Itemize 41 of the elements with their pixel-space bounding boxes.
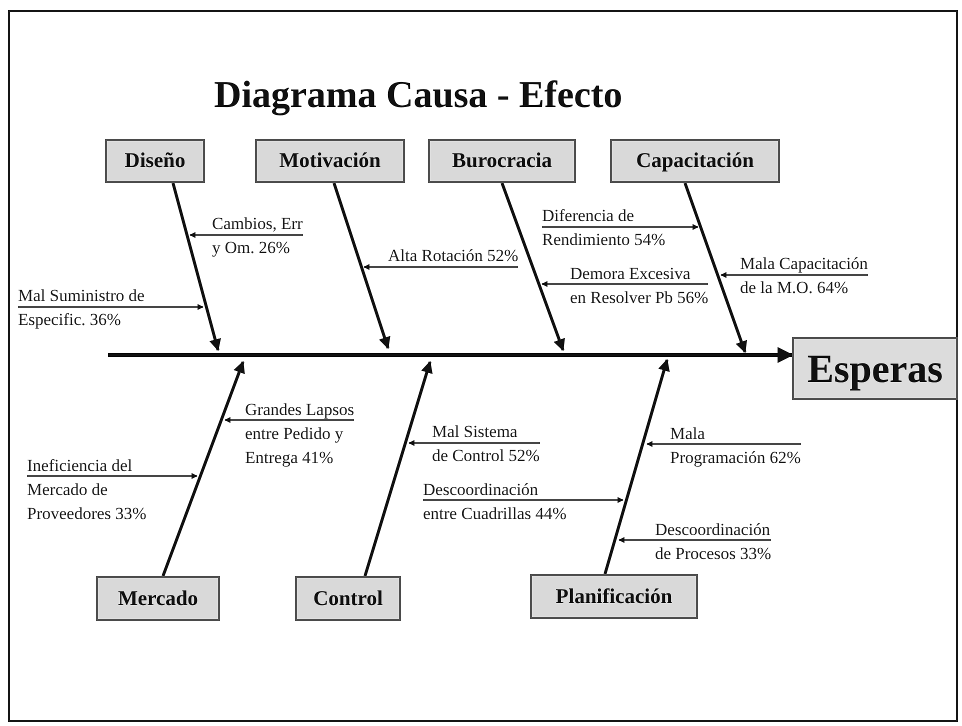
effect-box: Esperas bbox=[792, 337, 958, 400]
cause-label: Mal Suministro de Especific. 36% bbox=[18, 284, 145, 332]
arrow bbox=[684, 182, 748, 354]
category-box: Capacitación bbox=[610, 139, 780, 183]
category-box: Diseño bbox=[105, 139, 205, 183]
cause-label: Descoordinación entre Cuadrillas 44% bbox=[423, 478, 567, 526]
cause-label: Ineficiencia del Mercado de Proveedores 33% bbox=[27, 454, 146, 526]
cause-arrow bbox=[408, 440, 540, 446]
cause-arrow bbox=[27, 473, 198, 479]
category-box: Burocracia bbox=[428, 139, 576, 183]
cause-arrow bbox=[224, 417, 354, 423]
cause-label: Mala Programación 62% bbox=[670, 422, 801, 470]
cause-label: Mal Sistema de Control 52% bbox=[432, 420, 540, 468]
cause-arrow bbox=[541, 281, 708, 287]
category-box: Motivación bbox=[255, 139, 405, 183]
arrow bbox=[604, 358, 670, 574]
category-box: Control bbox=[295, 576, 401, 621]
cause-arrow bbox=[542, 224, 699, 230]
cause-arrow bbox=[363, 264, 518, 270]
category-box: Planificación bbox=[530, 574, 698, 619]
cause-arrow bbox=[646, 441, 801, 447]
cause-label: Alta Rotación 52% bbox=[388, 244, 518, 268]
cause-label: Cambios, Err y Om. 26% bbox=[212, 212, 303, 260]
cause-arrow bbox=[720, 272, 868, 278]
arrow bbox=[108, 347, 794, 363]
cause-label: Grandes Lapsos entre Pedido y Entrega 41% bbox=[245, 398, 354, 470]
cause-arrow bbox=[423, 497, 624, 503]
cause-arrow bbox=[18, 304, 204, 310]
cause-arrow bbox=[189, 232, 303, 238]
cause-label: Diferencia de Rendimiento 54% bbox=[542, 204, 666, 252]
category-box: Mercado bbox=[96, 576, 220, 621]
arrow bbox=[500, 182, 565, 352]
cause-label: Descoordinación de Procesos 33% bbox=[655, 518, 772, 566]
diagram-title: Diagrama Causa - Efecto bbox=[214, 76, 622, 114]
arrow bbox=[172, 182, 221, 352]
arrow bbox=[364, 360, 433, 576]
cause-label: Demora Excesiva en Resolver Pb 56% bbox=[570, 262, 708, 310]
cause-arrow bbox=[618, 537, 771, 543]
arrow bbox=[162, 360, 245, 577]
arrow bbox=[332, 182, 390, 350]
cause-label: Mala Capacitación de la M.O. 64% bbox=[740, 252, 868, 300]
